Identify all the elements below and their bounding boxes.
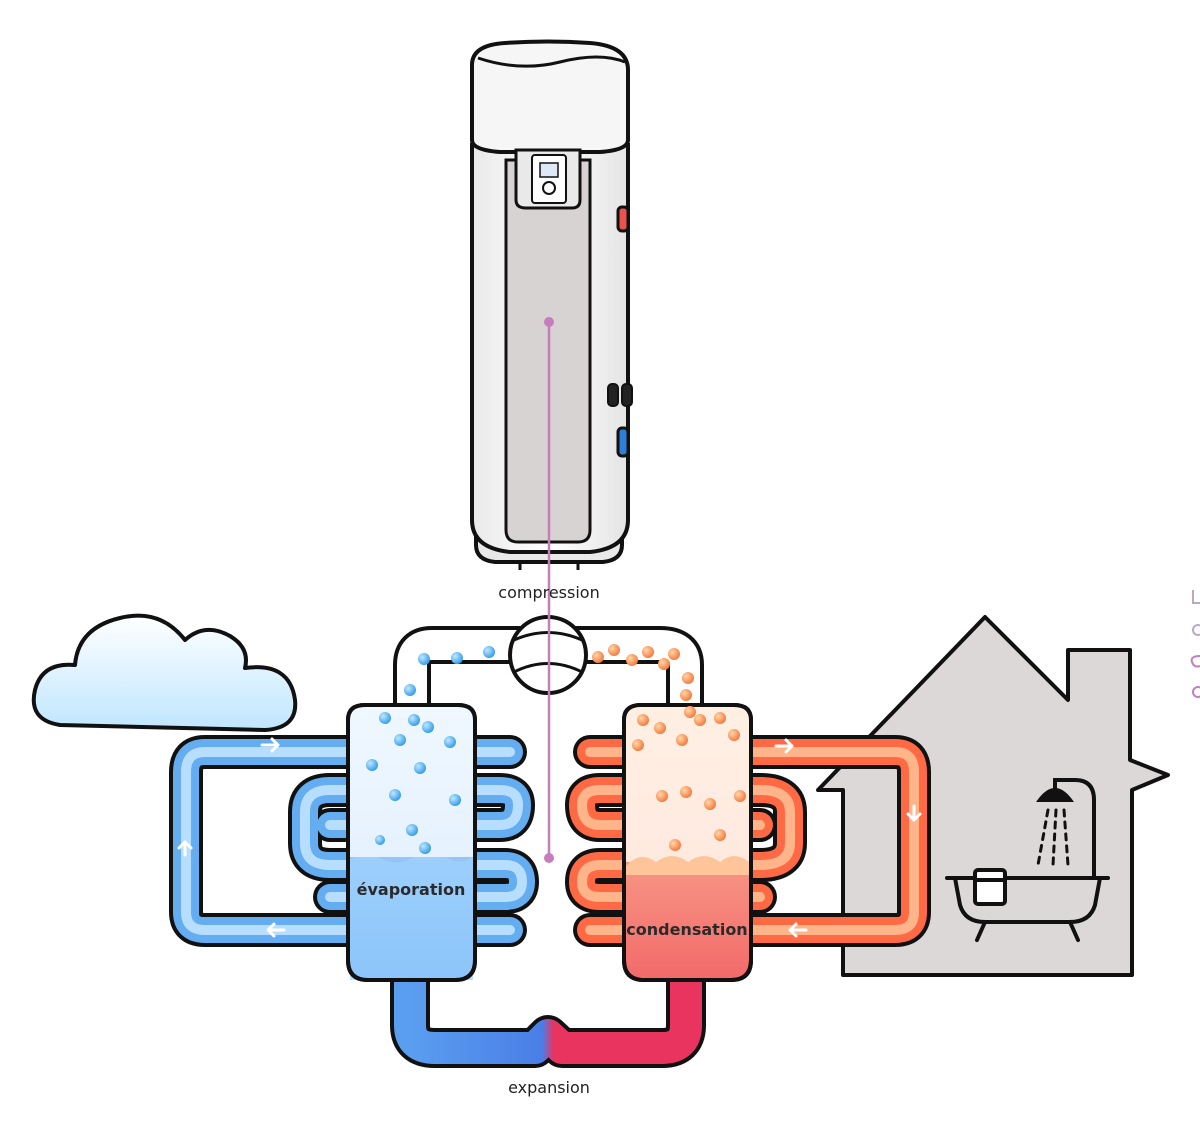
- hot-pipe-loop: [565, 735, 931, 947]
- shower-icon: [1035, 778, 1096, 880]
- bathtub-icon: [945, 868, 1110, 942]
- hot-bubbles: [592, 644, 746, 851]
- compression-label: compression: [498, 583, 599, 602]
- evaporator-tank: [346, 703, 477, 982]
- expansion-pipe: [390, 960, 706, 1068]
- pointer-line: [544, 317, 554, 863]
- condensation-label: condensation: [626, 920, 747, 939]
- cropped-edge-marks: [1190, 590, 1200, 698]
- cold-bubbles: [366, 646, 495, 854]
- expansion-label: expansion: [508, 1078, 590, 1097]
- cloud-icon: [31, 613, 298, 732]
- water-heater-icon: [470, 39, 633, 570]
- evaporation-label: évaporation: [357, 880, 466, 899]
